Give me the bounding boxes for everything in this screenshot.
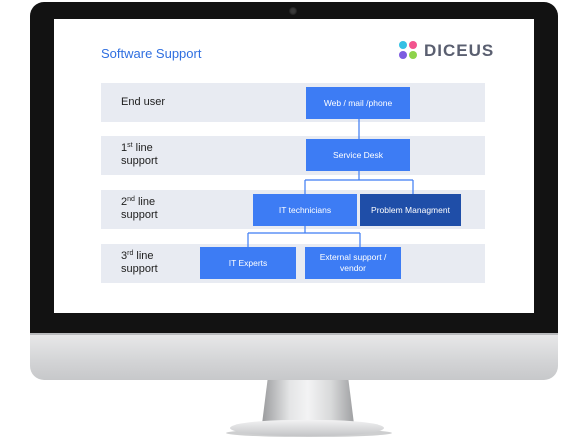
node-problem-management: Problem Managment [360, 194, 461, 226]
node-service-desk: Service Desk [306, 139, 410, 171]
row-label: End user [121, 96, 166, 108]
node-web-mail-phone: Web / mail /phone [306, 87, 410, 119]
monitor-chin [30, 333, 558, 380]
logo-mark-icon [399, 41, 419, 61]
monitor-stand-neck [262, 380, 354, 424]
brand-name: DICEUS [424, 41, 495, 60]
row-end-user: End user [101, 83, 485, 122]
node-external-support: External support /vendor [305, 247, 401, 279]
brand-logo: DICEUS [399, 41, 494, 61]
connector-lines [247, 119, 414, 247]
slide-title: Software Support [101, 46, 202, 61]
node-it-experts: IT Experts [200, 247, 296, 279]
screen: Software Support DICEUS End user 1st lin… [54, 19, 534, 313]
camera-dot [289, 7, 297, 15]
monitor-stand-base [230, 420, 384, 436]
node-it-technicians: IT technicians [253, 194, 357, 226]
chin-divider [30, 333, 558, 335]
